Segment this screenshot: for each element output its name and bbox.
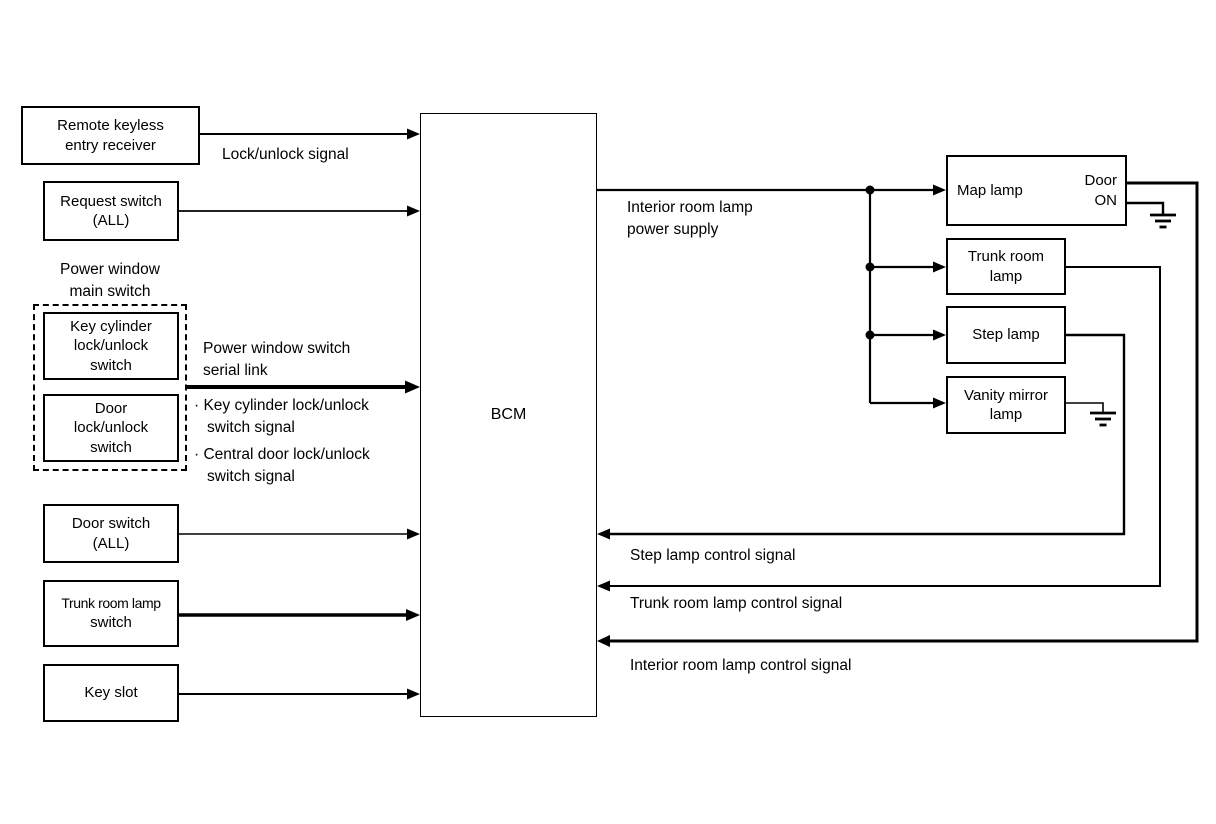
node-key-cylinder-label: Key cylinder lock/unlock switch bbox=[70, 318, 152, 374]
ground-symbol-vanity-lamp bbox=[1090, 411, 1116, 427]
node-vanity-mirror-lamp-label: Vanity mirror lamp bbox=[964, 386, 1048, 423]
node-door-lock-unlock-switch: Door lock/unlock switch bbox=[43, 394, 179, 462]
label-interior-control: Interior room lamp control signal bbox=[630, 657, 852, 674]
node-trunk-switch-label-line1: Trunk room lamp bbox=[61, 594, 161, 611]
node-door-lock-label: Door lock/unlock switch bbox=[73, 400, 149, 456]
label-trunk-control: Trunk room lamp control signal bbox=[630, 595, 843, 612]
node-request-switch-label: Request switch (ALL) bbox=[60, 192, 162, 229]
label-door-on: Door ON bbox=[1084, 172, 1117, 209]
label-power-window-main-switch: Power window main switch bbox=[60, 261, 160, 301]
group-power-window-main-switch bbox=[33, 304, 187, 471]
label-central-door-signal: · Central door lock/unlock switch signal bbox=[194, 446, 370, 486]
label-step-control: Step lamp control signal bbox=[630, 547, 796, 564]
node-map-lamp-label: Map lamp bbox=[957, 181, 1023, 199]
arrowheads bbox=[405, 128, 946, 700]
wire-step-control-loop bbox=[603, 333, 1126, 536]
wire-map-lamp-ground bbox=[1127, 201, 1165, 214]
wire-vanity-ground bbox=[1066, 402, 1104, 412]
node-key-slot-label: Key slot bbox=[84, 684, 138, 702]
node-step-lamp-label: Step lamp bbox=[972, 326, 1040, 344]
label-lock-unlock-signal: Lock/unlock signal bbox=[222, 146, 349, 163]
ground-symbol-map-lamp bbox=[1150, 213, 1176, 229]
node-door-switch-label: Door switch (ALL) bbox=[71, 515, 151, 552]
node-bcm: BCM bbox=[420, 113, 597, 717]
junction-dots bbox=[865, 185, 875, 340]
node-trunk-switch-label-line2: switch bbox=[90, 613, 132, 631]
node-vanity-mirror-lamp: Vanity mirror lamp bbox=[946, 376, 1066, 434]
node-trunk-room-lamp-label: Trunk room lamp bbox=[967, 248, 1045, 285]
node-remote-keyless-receiver-label: Remote keyless entry receiver bbox=[57, 117, 164, 154]
wire-trunk-control-loop bbox=[603, 266, 1161, 587]
node-key-cylinder-lock-unlock-switch: Key cylinder lock/unlock switch bbox=[43, 312, 179, 380]
label-key-cylinder-signal: · Key cylinder lock/unlock switch signal bbox=[194, 397, 369, 437]
node-door-switch: Door switch (ALL) bbox=[43, 504, 179, 563]
wire-interior-control-loop bbox=[603, 181, 1199, 643]
node-bcm-label: BCM bbox=[490, 405, 527, 423]
node-trunk-room-lamp-switch: Trunk room lamp switch bbox=[43, 580, 179, 647]
node-key-slot: Key slot bbox=[43, 664, 179, 722]
node-request-switch: Request switch (ALL) bbox=[43, 181, 179, 241]
node-trunk-room-lamp: Trunk room lamp bbox=[946, 238, 1066, 295]
label-power-supply: Interior room lamp power supply bbox=[627, 199, 753, 239]
node-map-lamp: Map lamp Door ON bbox=[946, 155, 1127, 226]
node-step-lamp: Step lamp bbox=[946, 306, 1066, 364]
label-serial-link: Power window switch serial link bbox=[203, 340, 351, 380]
node-remote-keyless-receiver: Remote keyless entry receiver bbox=[21, 106, 200, 165]
